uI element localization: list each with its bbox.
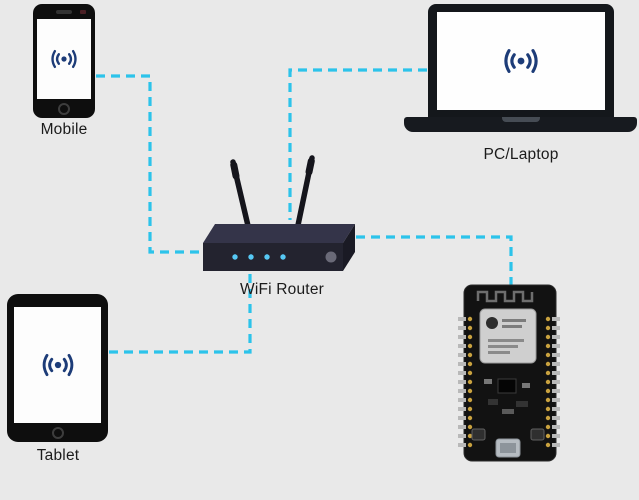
esp32-button-en: [471, 428, 486, 441]
phone-camera: [80, 10, 86, 14]
tablet-home-button: [51, 427, 64, 439]
tablet-screen: [14, 307, 101, 423]
connection-pc-router: [288, 68, 427, 220]
router-label: WiFi Router: [239, 281, 324, 298]
laptop-display: [437, 12, 605, 110]
esp32-pins-left: [458, 316, 473, 448]
connection-router-esp32: [356, 235, 513, 286]
esp32-shield: [479, 308, 537, 364]
wifi-signal-icon: [51, 49, 77, 69]
tablet-device: [7, 294, 108, 442]
esp32-antenna-trace: [476, 290, 534, 303]
phone-home-button: [58, 103, 70, 115]
router-side-face: [343, 224, 355, 271]
esp32-usb-port: [495, 438, 521, 458]
pc-label: PC/Laptop: [483, 146, 559, 163]
esp32-pins-right: [545, 316, 560, 448]
mobile-phone: [33, 4, 95, 118]
router-power-button: [325, 251, 337, 263]
router-top-face: [203, 224, 355, 243]
wifi-signal-icon: [42, 353, 73, 377]
router-antennas: [230, 155, 315, 233]
connection-tablet-router: [109, 269, 252, 354]
connection-mobile-router: [96, 74, 202, 254]
mobile-label: Mobile: [40, 121, 88, 138]
esp32-button-boot: [530, 428, 545, 441]
esp32-board: [458, 284, 560, 462]
router-front-face: [203, 243, 343, 271]
pc-laptop: [404, 4, 637, 134]
wifi-router: [203, 155, 355, 271]
wifi-signal-icon: [504, 49, 538, 73]
laptop-notch: [501, 117, 540, 122]
tablet-label: Tablet: [36, 447, 80, 464]
phone-screen: [37, 19, 91, 99]
esp32-components: [484, 378, 530, 414]
laptop-base: [404, 117, 637, 132]
phone-speaker: [56, 10, 72, 14]
laptop-screen: [428, 4, 614, 117]
router-leds: [232, 254, 286, 260]
